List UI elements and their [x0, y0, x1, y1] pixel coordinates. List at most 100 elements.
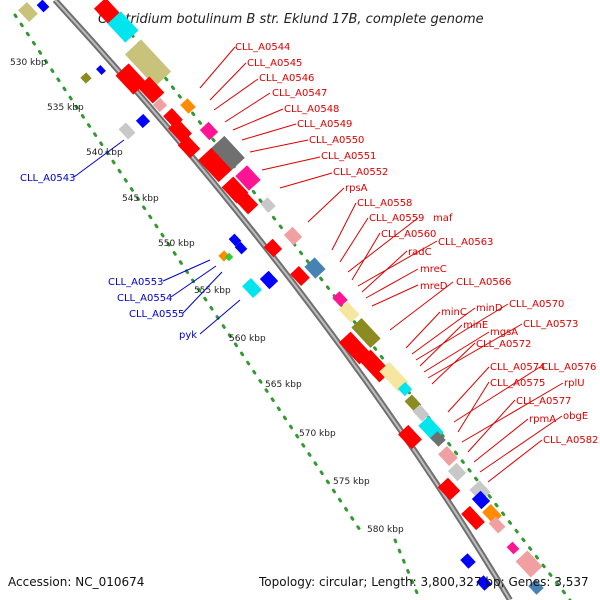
- gene-label[interactable]: CLL_A0577: [516, 396, 571, 407]
- gene-label[interactable]: CLL_A0555: [129, 309, 184, 320]
- gene-label[interactable]: CLL_A0570: [509, 299, 564, 310]
- gene-feature: [80, 72, 92, 84]
- gene-feature: [228, 233, 242, 247]
- gene-feature: [259, 270, 279, 290]
- gene-feature: [242, 278, 262, 298]
- right-label-leaders: [199, 46, 564, 483]
- leader-line: [331, 202, 357, 251]
- leader-line: [249, 139, 309, 153]
- gene-label[interactable]: CLL_A0572: [476, 339, 531, 350]
- gene-feature: [430, 431, 446, 447]
- gene-label[interactable]: CLL_A0549: [297, 119, 352, 130]
- leader-line: [162, 259, 211, 282]
- gene-label[interactable]: CLL_A0575: [490, 378, 545, 389]
- gene-feature: [198, 147, 232, 183]
- gene-label[interactable]: radC: [408, 247, 432, 258]
- leader-line: [419, 324, 463, 367]
- gene-feature: [96, 65, 106, 75]
- gene-label[interactable]: CLL_A0553: [108, 277, 163, 288]
- gene-label[interactable]: CLL_A0558: [357, 198, 412, 209]
- leader-line: [351, 232, 381, 281]
- inner-tick-ring-lower: [393, 538, 422, 600]
- gene-label[interactable]: obgE: [563, 411, 588, 422]
- gene-label[interactable]: CLL_A0546: [259, 73, 314, 84]
- gene-label[interactable]: CLL_A0544: [235, 42, 290, 53]
- accession-text: Accession: NC_010674: [8, 575, 144, 589]
- gene-feature: [234, 241, 248, 255]
- gene-feature: [437, 477, 461, 501]
- gene-label[interactable]: CLL_A0560: [381, 229, 436, 240]
- gene-label[interactable]: mreC: [420, 264, 447, 275]
- gene-label[interactable]: CLL_A0559: [369, 213, 424, 224]
- gene-feature: [461, 505, 485, 531]
- gene-label[interactable]: CLL_A0574: [490, 362, 545, 373]
- leader-line: [73, 139, 125, 178]
- gene-label[interactable]: rplU: [564, 378, 585, 389]
- leader-line: [415, 303, 509, 361]
- leader-line: [361, 250, 408, 293]
- gene-label[interactable]: CLL_A0550: [309, 135, 364, 146]
- kbp-tick-label: 555 kbp: [194, 286, 231, 296]
- gene-label[interactable]: CLL_A0563: [438, 237, 493, 248]
- gene-label[interactable]: CLL_A0548: [284, 104, 339, 115]
- gene-label[interactable]: mreD: [420, 281, 448, 292]
- gene-label[interactable]: CLL_A0545: [247, 58, 302, 69]
- gene-feature: [447, 462, 467, 482]
- reverse-strand-features: [18, 0, 492, 591]
- leader-line: [307, 187, 345, 223]
- kbp-tick-label: 565 kbp: [265, 380, 302, 390]
- gene-label[interactable]: rpmA: [529, 414, 556, 425]
- gene-feature: [460, 553, 476, 569]
- gene-label[interactable]: CLL_A0573: [523, 319, 578, 330]
- gene-feature: [379, 361, 409, 393]
- gene-feature: [506, 541, 520, 555]
- gene-label[interactable]: CLL_A0576: [541, 362, 596, 373]
- gene-feature: [351, 317, 381, 349]
- leader-line: [453, 366, 541, 423]
- leader-line: [427, 323, 523, 379]
- gene-feature: [412, 404, 430, 422]
- leader-line: [199, 299, 241, 335]
- kbp-tick-label: 560 kbp: [229, 334, 266, 344]
- gene-label[interactable]: CLL_A0543: [20, 173, 75, 184]
- gene-feature: [397, 381, 413, 397]
- gene-feature: [177, 135, 201, 159]
- gene-feature: [235, 165, 261, 191]
- gene-feature: [263, 238, 283, 258]
- leader-line: [199, 46, 236, 89]
- leader-line: [232, 108, 284, 131]
- gene-label[interactable]: CLL_A0547: [272, 88, 327, 99]
- leader-line: [347, 217, 419, 273]
- gene-feature: [332, 291, 348, 307]
- leader-line: [479, 415, 563, 473]
- gene-label[interactable]: pyk: [179, 330, 197, 341]
- gene-label[interactable]: minD: [476, 303, 503, 314]
- gene-label[interactable]: CLL_A0566: [456, 277, 511, 288]
- leader-line: [411, 307, 476, 355]
- gene-feature: [107, 11, 139, 43]
- gene-label[interactable]: CLL_A0552: [333, 167, 388, 178]
- gene-label[interactable]: CLL_A0551: [321, 151, 376, 162]
- gene-label[interactable]: CLL_A0582: [543, 435, 598, 446]
- leader-line: [371, 284, 419, 307]
- kbp-tick-label: 540 kbp: [86, 148, 123, 158]
- gene-label[interactable]: mgsA: [490, 327, 518, 338]
- gene-feature: [224, 252, 234, 262]
- left-label-leaders: [73, 139, 241, 335]
- gene-feature: [152, 97, 168, 113]
- gene-label[interactable]: CLL_A0554: [117, 293, 172, 304]
- gene-feature: [398, 424, 422, 450]
- gene-feature: [488, 516, 506, 534]
- gene-label[interactable]: minC: [441, 307, 467, 318]
- leader-line: [339, 217, 369, 263]
- inner-tick-ring: [13, 13, 362, 532]
- kbp-tick-label: 535 kbp: [47, 103, 84, 113]
- kbp-tick-label: 545 kbp: [122, 194, 159, 204]
- gene-label[interactable]: rpsA: [345, 183, 368, 194]
- leader-line: [431, 342, 476, 385]
- leader-line: [487, 439, 543, 483]
- gene-label[interactable]: minE: [463, 320, 488, 331]
- kbp-tick-label: 575 kbp: [333, 477, 370, 487]
- gene-label[interactable]: maf: [433, 213, 453, 224]
